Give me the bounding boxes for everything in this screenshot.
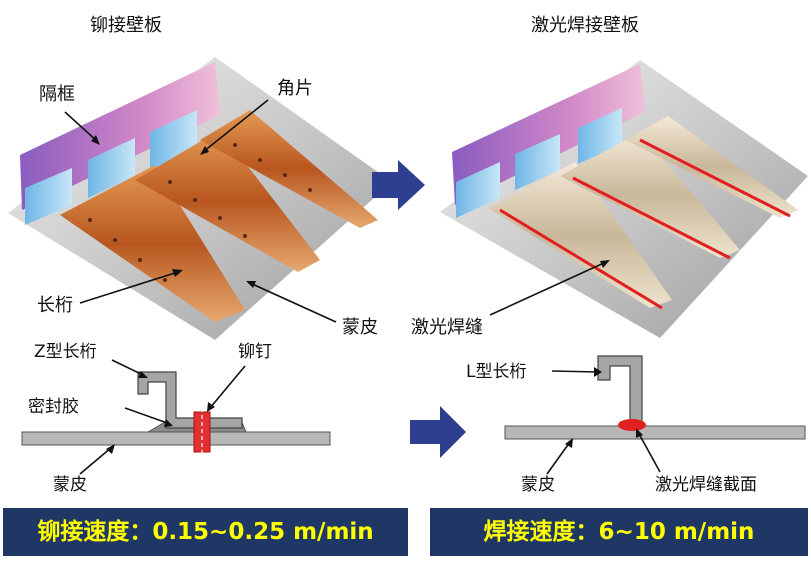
l-stringer-arrowhead [594,367,602,377]
welding-speed-banner: 焊接速度：6~10 m/min [430,508,808,556]
transition-arrow-top [372,160,425,210]
rivet-label: 铆钉 [238,342,272,362]
stringer-label: 长桁 [37,295,73,316]
stringer-group [60,110,378,322]
welded-cross-section [504,355,806,440]
rivet-arrowhead [207,402,215,412]
skin-label: 蒙皮 [342,317,378,338]
stringer-leader [79,271,179,304]
frame-arrowhead [91,135,100,145]
z-stringer-leader [111,359,146,377]
clip-leader [202,99,269,153]
section-skin-label: 蒙皮 [53,475,87,495]
weld-lines [499,138,791,310]
frame-label: 隔框 [39,84,75,105]
frame-leader [64,111,99,143]
welded-panel-3d [440,60,808,338]
welded-frame [452,64,645,205]
section-skin-leader [79,446,113,475]
sealant-label: 密封胶 [28,397,79,417]
z-stringer-label: Z型长桁 [34,342,97,362]
left-title: 铆接壁板 [90,15,162,36]
rivet-leader [209,365,246,409]
skin-arrowhead [246,281,256,288]
weld-seam-label: 激光焊缝 [411,317,483,338]
welded-section-skin-label: 蒙皮 [521,475,555,495]
weld-section-arrowhead [636,428,643,438]
welded-section-skin-arrowhead [565,438,573,448]
right-title: 激光焊接壁板 [531,15,639,36]
riveted-panel-3d [8,57,392,340]
sealant-leader [124,407,171,425]
weld-section-label: 激光焊缝截面 [655,475,757,495]
z-stringer-arrowhead [138,371,148,378]
l-stringer-leader [551,370,599,373]
clip-arrowhead [200,146,209,155]
weld-section-leader [637,431,661,473]
transition-arrow-bottom [410,406,466,458]
welded-section-skin-leader [546,441,571,475]
section-skin-bar [21,431,331,446]
stringer-arrowhead [172,269,183,277]
z-stringer-shape [137,371,243,429]
sealant-arrowhead [164,419,173,427]
welded-clip-group [456,108,622,218]
weld-seam-arrowhead [600,260,610,268]
section-skin-arrowhead [106,444,115,454]
riveting-speed-banner: 铆接速度：0.15~0.25 m/min [3,508,408,556]
l-stringer-group [488,116,798,308]
weld-seam-leader [489,261,607,316]
welded-section-skin-bar [504,425,806,440]
weld-nugget [618,419,646,431]
skin-leader [249,282,337,323]
clip-group [25,110,197,225]
clip-label: 角片 [277,78,313,99]
l-stringer-shape [597,355,643,427]
riveted-cross-section [21,371,331,458]
l-stringer-label: L型长桁 [466,362,526,382]
rivet-dots [88,143,312,282]
